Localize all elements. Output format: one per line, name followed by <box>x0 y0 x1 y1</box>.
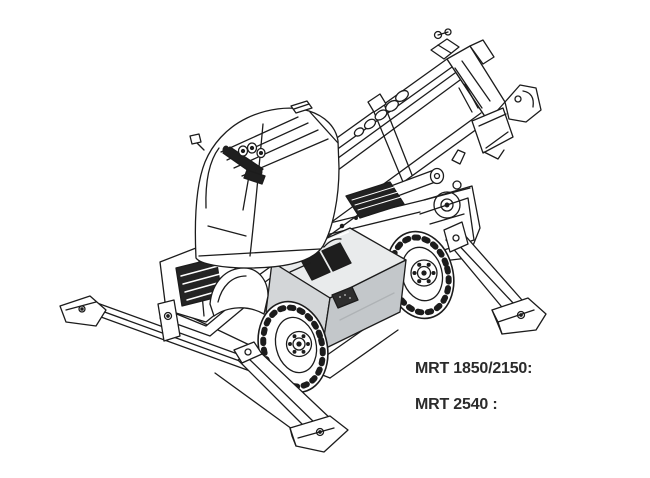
stabilizer-front-center <box>214 341 349 453</box>
stabilizer-front-left <box>59 295 251 372</box>
rear-wheel <box>385 230 455 320</box>
model-label-mrt-2540: MRT 2540 : <box>415 396 498 413</box>
front-fender <box>209 267 269 317</box>
stabilizer-rear-right <box>443 221 547 335</box>
operator-cab <box>189 100 340 269</box>
boom-head-carriage <box>430 28 542 160</box>
model-label-mrt-1850-2150: MRT 1850/2150: <box>415 360 533 377</box>
